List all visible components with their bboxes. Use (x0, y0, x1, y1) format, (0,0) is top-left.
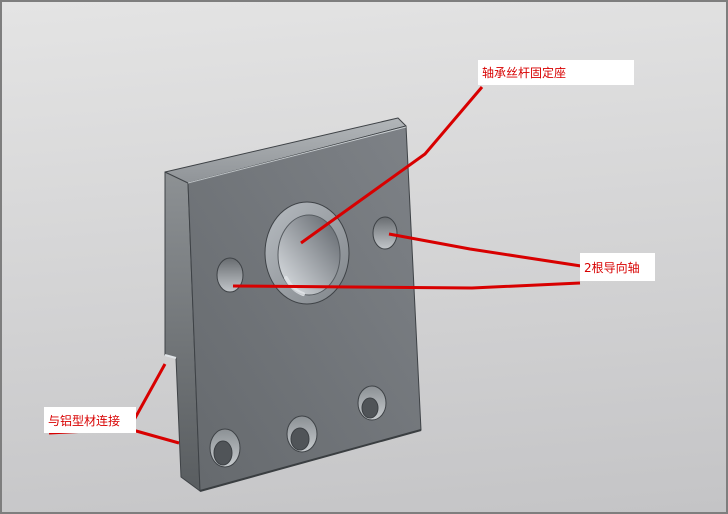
leader-guide-shaft-right (388, 232, 582, 268)
bore-hole[interactable] (277, 214, 341, 296)
guide-hole-right[interactable] (372, 216, 398, 250)
mount-hole-1[interactable] (209, 428, 241, 468)
mount-hole-2[interactable] (286, 415, 318, 453)
leader-bearing-seat (300, 86, 484, 245)
mount-plate-part[interactable] (164, 117, 422, 492)
leader-aluminum-lower (128, 427, 180, 445)
central-bearing-bore[interactable] (264, 201, 350, 305)
annotation-label-bearing-seat: 轴承丝杆固定座 (478, 60, 634, 85)
profile-step-ledge (164, 354, 177, 359)
guide-hole-left[interactable] (216, 257, 244, 293)
annotation-label-aluminum-profile: 与铝型材连接 (44, 407, 136, 433)
top-front-edge-highlight (187, 126, 407, 184)
mount-hole-3[interactable] (357, 385, 387, 421)
annotation-label-guide-shafts: 2根导向轴 (580, 253, 655, 281)
bottom-edge (199, 429, 422, 492)
leader-guide-shaft-left (232, 281, 581, 290)
